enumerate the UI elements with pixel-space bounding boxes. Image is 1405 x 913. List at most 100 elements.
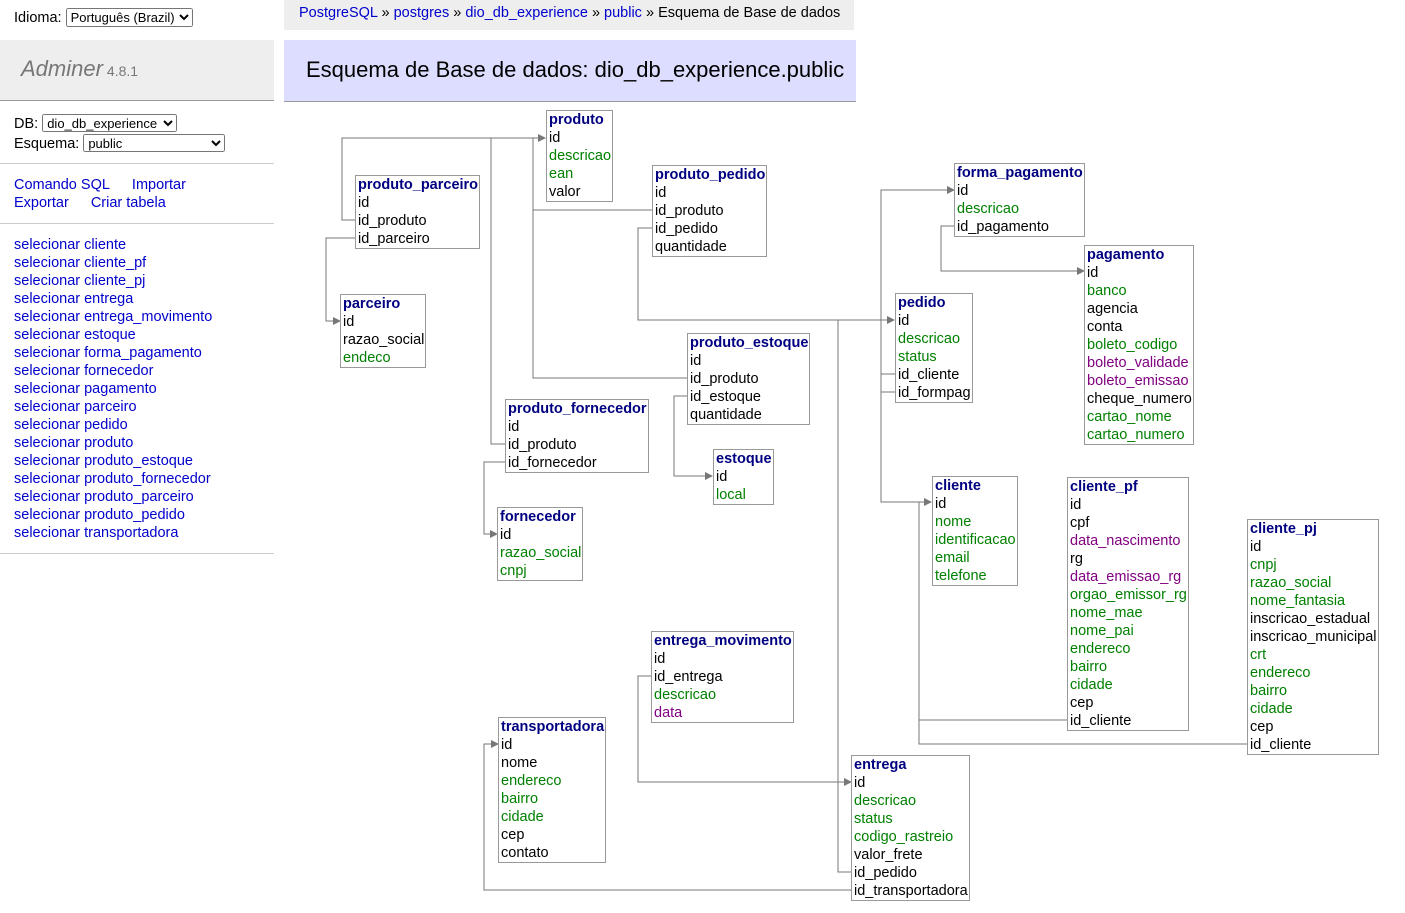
- column-ean: ean: [549, 166, 574, 182]
- table-name-link[interactable]: forma_pagamento: [957, 165, 1083, 181]
- table-name-link[interactable]: estoque: [716, 451, 772, 467]
- column-descricao: descricao: [654, 687, 717, 703]
- column-quantidade: quantidade: [655, 239, 727, 255]
- column-id: id: [957, 183, 969, 199]
- column-id: id: [1070, 497, 1082, 513]
- select-table-link-pagamento[interactable]: selecionar pagamento: [14, 381, 157, 397]
- select-table-link-fornecedor[interactable]: selecionar fornecedor: [14, 363, 154, 379]
- breadcrumb-current: Esquema de Base de dados: [658, 5, 841, 21]
- select-table-link-entrega[interactable]: selecionar entrega: [14, 291, 134, 307]
- select-table-link-parceiro[interactable]: selecionar parceiro: [14, 399, 137, 415]
- table-name-link[interactable]: produto_fornecedor: [508, 401, 647, 417]
- select-table-link-produto_parceiro[interactable]: selecionar produto_parceiro: [14, 489, 194, 505]
- column-razao-social: razao_social: [1250, 575, 1332, 591]
- column-boleto-validade: boleto_validade: [1087, 355, 1189, 371]
- create-table-link[interactable]: Criar tabela: [90, 195, 166, 211]
- page-header: Esquema de Base de dados: dio_db_experie…: [284, 40, 856, 102]
- select-table-link-pedido[interactable]: selecionar pedido: [14, 417, 128, 433]
- select-table-link-produto_fornecedor[interactable]: selecionar produto_fornecedor: [14, 471, 211, 487]
- column-identificacao: identificacao: [935, 532, 1016, 548]
- column-cnpj: cnpj: [1250, 557, 1277, 573]
- column-descricao: descricao: [957, 201, 1020, 217]
- import-link[interactable]: Importar: [131, 177, 186, 193]
- table-name-link[interactable]: produto_pedido: [655, 167, 766, 183]
- table-name-link[interactable]: pedido: [898, 295, 946, 311]
- select-table-link-transportadora[interactable]: selecionar transportadora: [14, 525, 179, 541]
- column-id-pedido: id_pedido: [655, 221, 718, 237]
- select-table-link-produto_estoque[interactable]: selecionar produto_estoque: [14, 453, 193, 469]
- column-id-entrega: id_entrega: [654, 669, 723, 685]
- column-cnpj: cnpj: [500, 563, 527, 579]
- select-table-link-forma_pagamento[interactable]: selecionar forma_pagamento: [14, 345, 202, 361]
- column-id-produto: id_produto: [358, 213, 427, 229]
- select-table-link-produto_pedido[interactable]: selecionar produto_pedido: [14, 507, 185, 523]
- column-cep: cep: [1070, 695, 1094, 711]
- column-id-produto: id_produto: [655, 203, 724, 219]
- column-conta: conta: [1087, 319, 1123, 335]
- table-name-link[interactable]: transportadora: [501, 719, 605, 735]
- table-name-link[interactable]: produto_parceiro: [358, 177, 479, 193]
- breadcrumb-database[interactable]: dio_db_experience: [465, 5, 588, 21]
- table-name-link[interactable]: cliente_pf: [1070, 479, 1138, 495]
- table-name-link[interactable]: fornecedor: [500, 509, 576, 525]
- table-name-link[interactable]: cliente_pj: [1250, 521, 1317, 537]
- export-link[interactable]: Exportar: [14, 195, 69, 211]
- table-name-link[interactable]: entrega: [854, 757, 907, 773]
- column-banco: banco: [1087, 283, 1127, 299]
- breadcrumb-server[interactable]: postgres: [393, 5, 450, 21]
- breadcrumb-schema[interactable]: public: [604, 5, 642, 21]
- table-name-link[interactable]: cliente: [935, 478, 981, 494]
- column-cartao-numero: cartao_numero: [1087, 427, 1185, 443]
- column-razao-social: razao_social: [500, 545, 582, 561]
- command-links: Comando SQL Importar Exportar Criar tabela: [14, 176, 254, 212]
- language-select[interactable]: Português (Brazil): [65, 8, 193, 27]
- db-select[interactable]: dio_db_experience: [42, 114, 178, 132]
- column-nome: nome: [935, 514, 972, 530]
- table-name-link[interactable]: produto_estoque: [690, 335, 809, 351]
- select-table-link-estoque[interactable]: selecionar estoque: [14, 327, 136, 343]
- sql-command-link[interactable]: Comando SQL: [14, 177, 110, 193]
- select-table-link-entrega_movimento[interactable]: selecionar entrega_movimento: [14, 309, 213, 325]
- breadcrumb-driver[interactable]: PostgreSQL: [299, 5, 378, 21]
- table-name-link[interactable]: produto: [549, 112, 604, 128]
- select-table-link-produto[interactable]: selecionar produto: [14, 435, 134, 451]
- version-label: 4.8.1: [106, 63, 139, 79]
- column-inscricao-municipal: inscricao_municipal: [1250, 629, 1377, 645]
- select-table-link-cliente_pf[interactable]: selecionar cliente_pf: [14, 255, 147, 271]
- column-id: id: [358, 195, 370, 211]
- select-table-link-cliente[interactable]: selecionar cliente: [14, 237, 127, 253]
- column-id-fornecedor: id_fornecedor: [508, 455, 597, 471]
- column-endereco: endereco: [1070, 641, 1131, 657]
- column-id-transportadora: id_transportadora: [854, 883, 968, 899]
- table-name-link[interactable]: pagamento: [1087, 247, 1165, 263]
- schema-select[interactable]: public: [83, 134, 226, 152]
- column-nome-pai: nome_pai: [1070, 623, 1134, 639]
- column-cartao-nome: cartao_nome: [1087, 409, 1172, 425]
- column-id-cliente: id_cliente: [898, 367, 960, 383]
- table-name-link[interactable]: parceiro: [343, 296, 401, 312]
- language-label: Idioma:: [14, 10, 62, 26]
- table-name-link[interactable]: entrega_movimento: [654, 633, 792, 649]
- select-table-link-cliente_pj[interactable]: selecionar cliente_pj: [14, 273, 146, 289]
